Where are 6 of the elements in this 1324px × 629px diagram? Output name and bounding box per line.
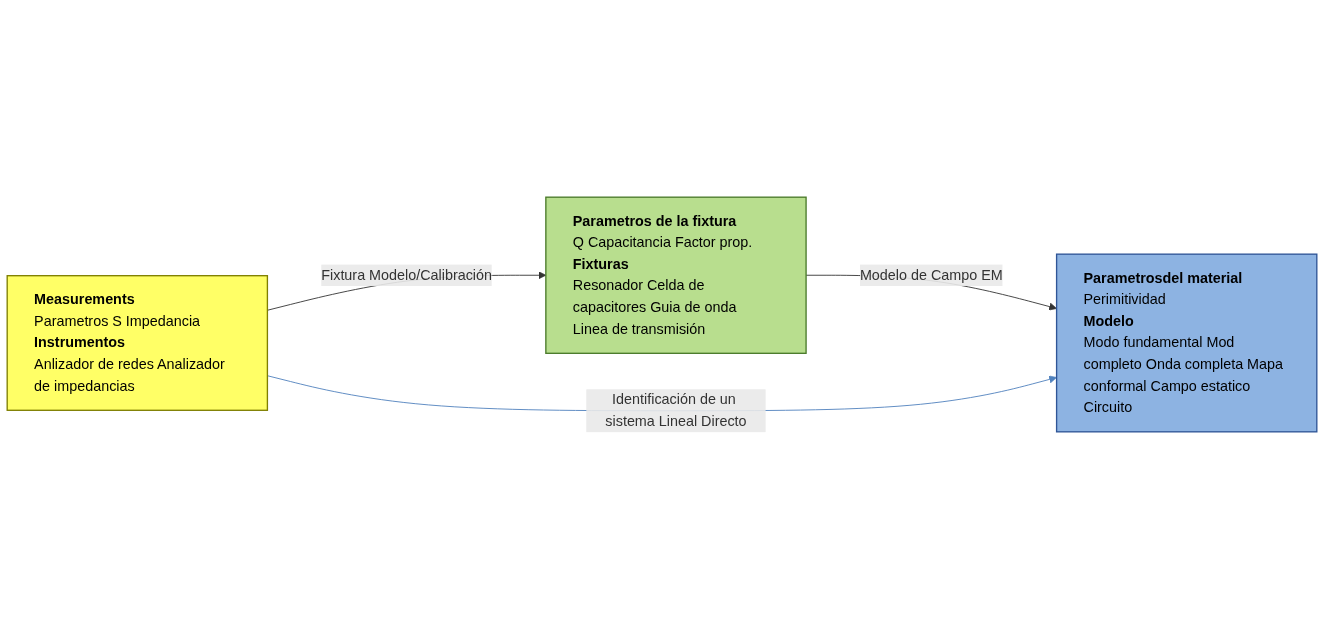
node-box <box>1055 253 1318 433</box>
node-box <box>545 196 807 354</box>
edge-label: Fixtura Modelo/Calibración <box>321 266 493 283</box>
node-box <box>6 274 269 411</box>
edge-label: Modelo de Campo EM <box>859 266 1003 283</box>
edge-label: Identificación de un sistema Lineal Directo <box>605 391 747 429</box>
